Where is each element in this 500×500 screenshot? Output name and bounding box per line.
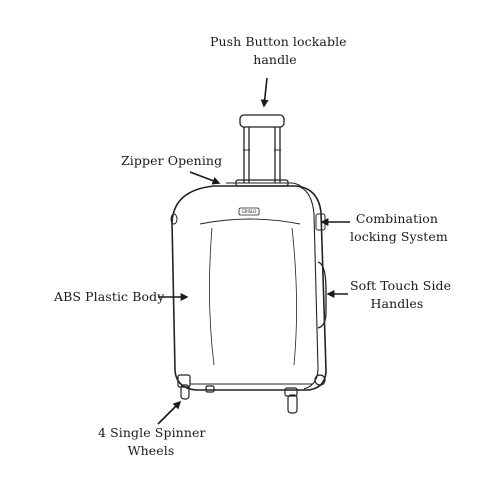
arrow-wheels [157,400,182,425]
brand-logo-text: GRISLO [241,209,257,214]
label-side-handles-line2: Handles [370,296,424,311]
suitcase-body [170,182,327,391]
side-handle [317,261,327,329]
arrow-zipper [189,171,221,185]
telescopic-handle [235,114,289,187]
label-side-handles-line1: Soft Touch Side [350,278,452,293]
label-wheels-line1: 4 Single Spinner [98,425,206,440]
label-wheels: 4 Single Spinner Wheels [98,424,206,460]
label-side-handles: Soft Touch Side Handles [350,277,452,313]
label-zipper-line1: Zipper Opening [121,153,223,168]
handle-grip [239,114,285,128]
label-handle-line1: Push Button lockable [210,34,347,49]
arrow-handle [260,77,269,108]
label-handle: Push Button lockable handle [210,33,347,69]
label-combination-line2: locking System [350,229,448,244]
label-abs-body: ABS Plastic Body [54,288,164,306]
callout-arrows [157,77,350,425]
label-handle-line2: handle [253,52,297,67]
label-combination-line1: Combination [355,211,439,226]
label-combination: Combination locking System [350,210,448,246]
label-abs-line1: ABS Plastic Body [54,289,165,304]
label-wheels-line2: Wheels [127,443,175,458]
spinner-wheels [177,374,326,414]
label-zipper: Zipper Opening [121,152,222,170]
